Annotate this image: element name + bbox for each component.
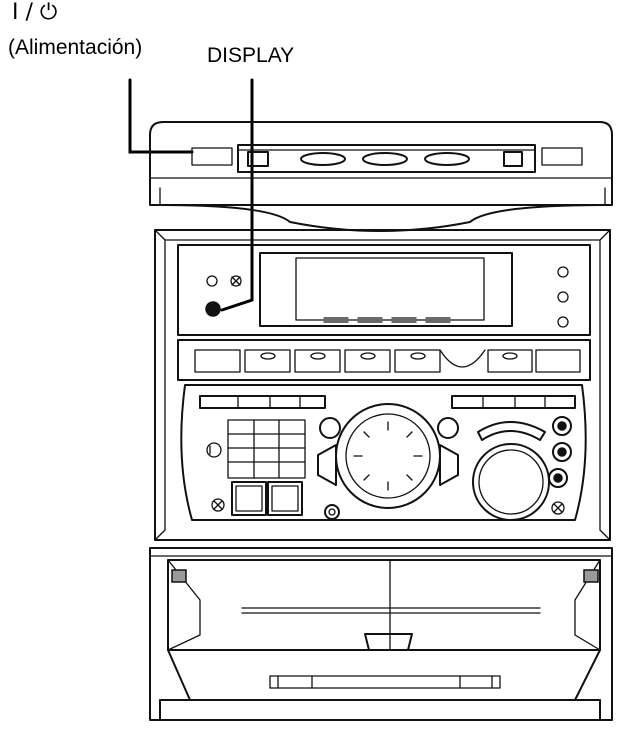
top-cd-unit [149,121,613,232]
power-callout-line [128,78,194,154]
power-name-label: (Alimentación) [8,36,143,59]
volume-knob-icon [472,443,550,521]
bottom-deck-unit [149,547,613,721]
display-label: DISPLAY [207,44,295,67]
main-body [154,229,611,541]
display-button-icon [205,301,221,317]
display-callout-line [220,78,254,312]
jog-dial-icon [335,403,441,509]
display-panel [177,244,591,336]
control-panel [180,384,587,521]
power-symbol-label: I / ⏻ [12,0,58,25]
deck-button-row [177,339,591,381]
